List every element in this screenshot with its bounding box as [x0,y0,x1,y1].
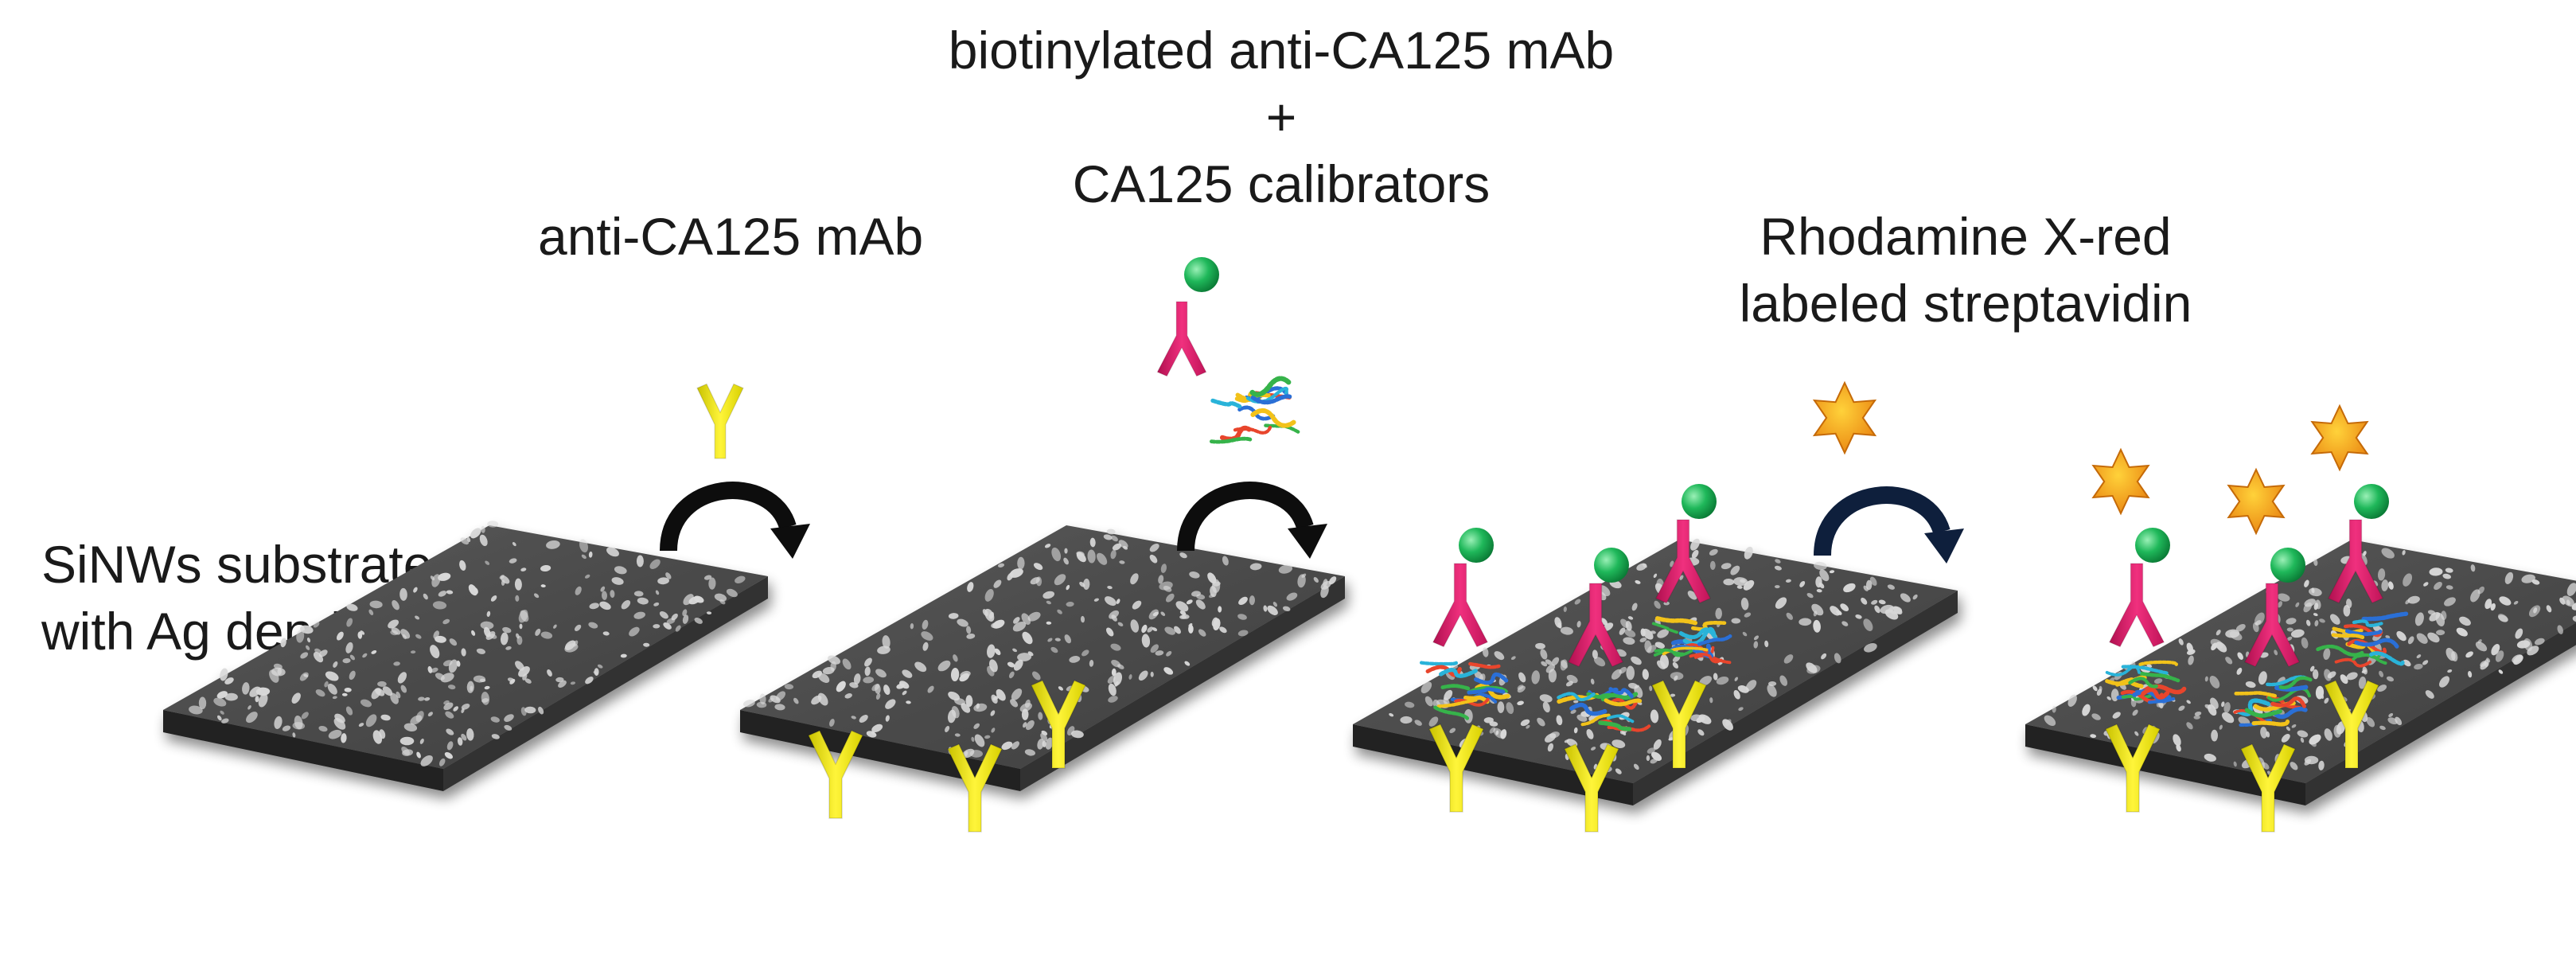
step2-label-line2: CA125 calibrators [1072,154,1491,213]
antigen-icon [2105,660,2187,704]
detection-antibody-icon [1567,583,1624,668]
step2-label-line1: biotinylated anti-CA125 mAb [948,21,1615,80]
detection-antibody-icon [2243,583,2301,668]
detection-antibody-icon [2108,563,2165,648]
step2-label-plus: + [1265,87,1297,146]
detection-antibody-icon [1432,563,1489,648]
capture-antibody-icon [1650,680,1708,769]
biotin-icon [2135,528,2170,563]
biotin-icon [1594,548,1629,583]
biotin-icon [1459,528,1494,563]
capture-antibody-icon [696,383,744,459]
streptavidin-star-icon [1812,380,1877,455]
antigen-icon [1651,616,1732,665]
streptavidin-star-icon [2091,447,2150,516]
antigen-icon [2233,675,2313,727]
step1-label: anti-CA125 mAb [538,207,924,266]
biotin-icon [2354,484,2389,519]
antigen-icon [1557,687,1651,732]
detection-antibody-icon [1654,519,1712,604]
antigen-icon [1419,660,1510,720]
streptavidin-star-icon [2310,404,2369,472]
substrate-icon [163,521,768,791]
biotin-icon [1682,484,1717,519]
ag-dendrites [189,521,746,766]
capture-antibody-icon [807,730,864,819]
substrate-icon [740,525,1345,791]
step2-label: biotinylated anti-CA125 mAb + CA125 cali… [915,18,1647,217]
step3-label-line1: Rhodamine X-red [1760,207,2172,266]
capture-antibody-icon [2239,743,2297,833]
capture-antibody-icon [2104,724,2161,813]
ag-dendrites [743,529,1337,759]
step3-label-line2: labeled streptavidin [1739,273,2192,333]
capture-antibody-icon [2323,680,2380,769]
antigen-icon [2316,611,2409,668]
detection-antibody-icon [2327,519,2384,604]
streptavidin-star-icon [2227,467,2286,536]
capture-antibody-icon [1030,680,1087,769]
antigen-icon [1209,376,1300,444]
substrate-label-line1: SiNWs substrate [41,535,433,594]
capture-antibody-icon [1428,724,1485,813]
curved-arrow-icon [1177,482,1327,559]
capture-antibody-icon [1563,743,1620,833]
step3-label: Rhodamine X-red labeled streptavidin [1687,204,2244,337]
capture-antibody-icon [946,743,1004,833]
biotin-icon [1184,257,1219,292]
detection-antibody-icon [1156,301,1207,377]
biotin-icon [2270,548,2305,583]
substrate-icon [1353,538,1958,805]
curved-arrow-icon [1814,486,1964,564]
curved-arrow-icon [660,482,810,559]
